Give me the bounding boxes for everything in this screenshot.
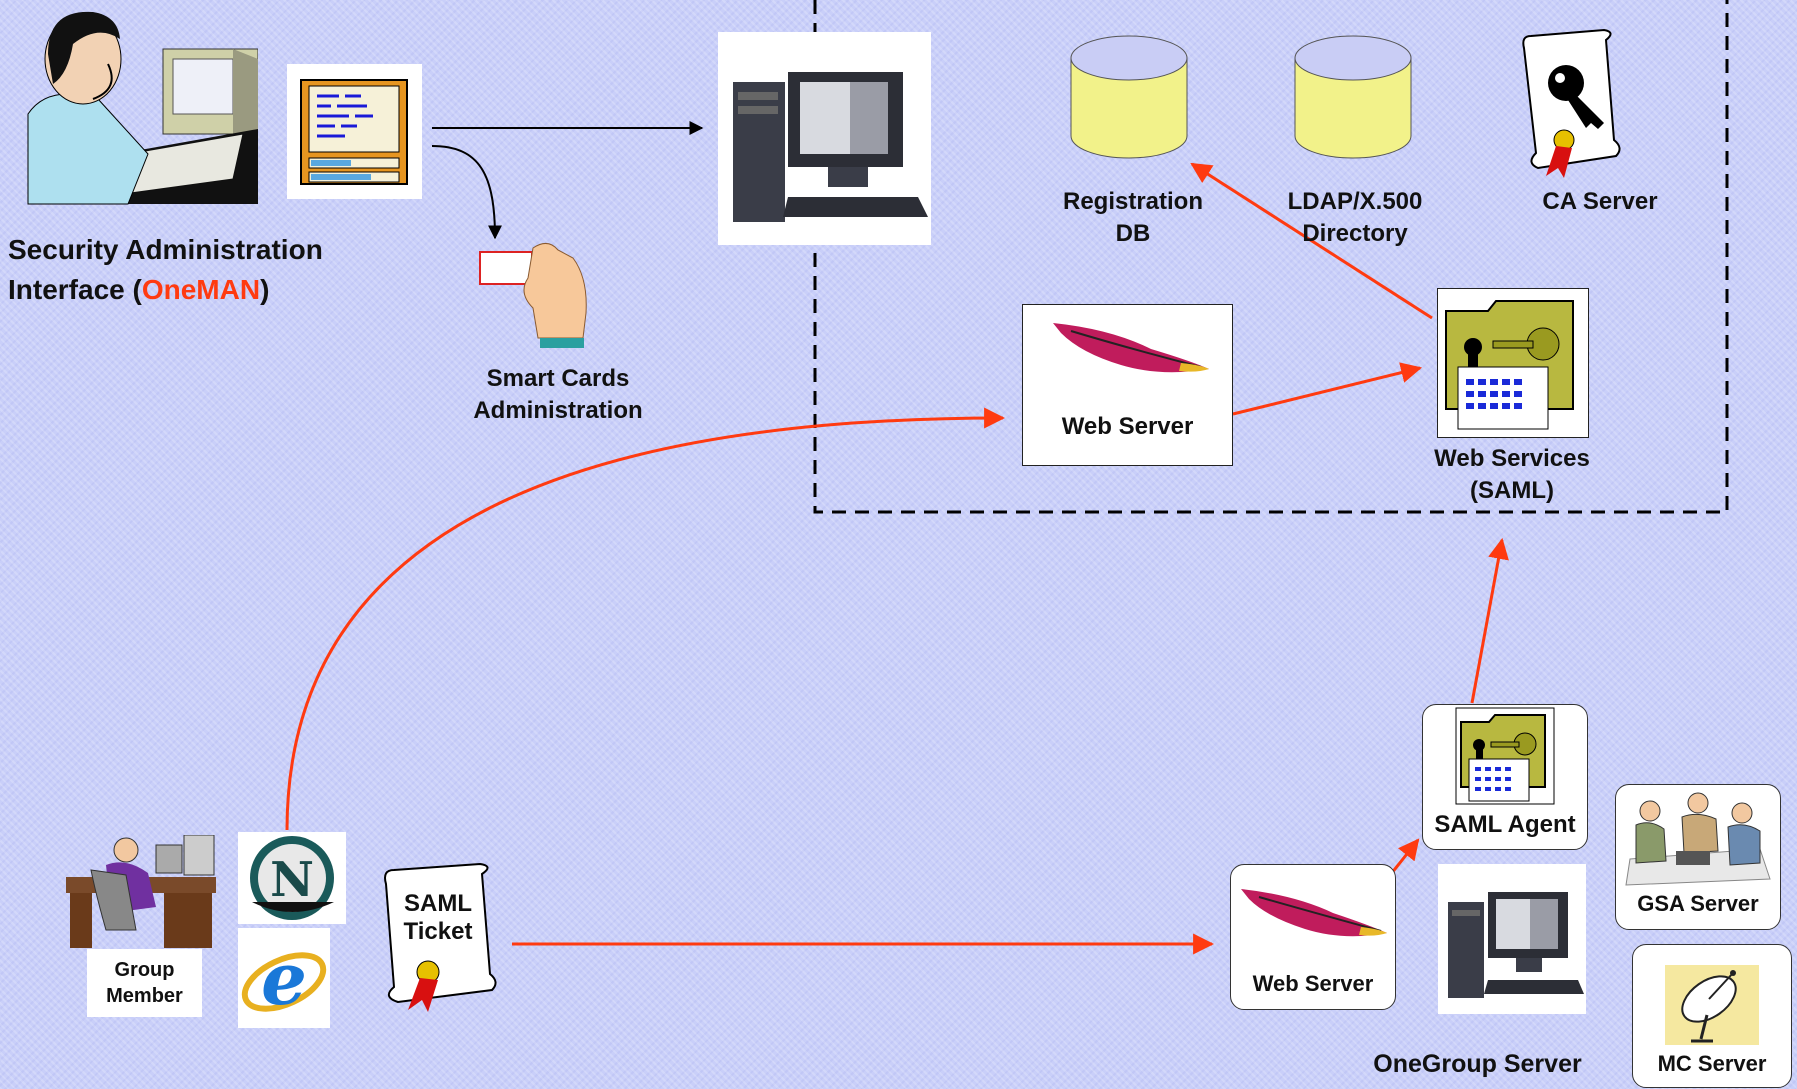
ca-server-label: CA Server — [1542, 188, 1658, 215]
arrow-webserver-to-webservices — [1232, 362, 1423, 416]
admin-form-icon — [287, 64, 422, 199]
saml-agent-icon — [1455, 707, 1555, 805]
gsa-server-label: GSA Server — [1637, 891, 1759, 916]
saml-ticket-line1: SAML — [404, 890, 472, 917]
smart-card-hand-icon — [478, 238, 598, 353]
web-server-bottom-box: Web Server — [1230, 864, 1396, 1010]
ldap-line1: LDAP/X.500 — [1287, 188, 1423, 215]
web-server-bottom-label: Web Server — [1252, 971, 1374, 996]
arrow-samlagent-to-webservices — [1470, 537, 1509, 704]
admin-title-line1: Security Administration — [8, 234, 323, 265]
onegroup-server-label: OneGroup Server — [1373, 1050, 1582, 1078]
ca-certificate-icon — [1516, 28, 1626, 183]
registration-db-line1: Registration — [1062, 188, 1203, 215]
apache-feather-icon — [1051, 319, 1211, 379]
web-server-top-box: Web Server — [1022, 304, 1233, 466]
arrow-admin-to-smartcard — [431, 145, 502, 240]
web-services-icon — [1437, 288, 1589, 438]
arrow-member-to-webserver — [285, 407, 1006, 831]
smart-cards-line1: Smart Cards — [486, 365, 630, 392]
admin-title: Security Administration Interface (OneMA… — [8, 230, 323, 310]
internet-explorer-icon[interactable]: e — [238, 928, 330, 1028]
saml-ticket-icon — [380, 862, 502, 1012]
saml-agent-label: SAML Agent — [1434, 811, 1576, 838]
netscape-browser-icon[interactable]: N — [238, 832, 346, 924]
satellite-dish-icon — [1661, 959, 1763, 1049]
svg-text:N: N — [270, 852, 314, 908]
svg-text:e: e — [261, 936, 307, 1021]
web-services-label: Web Services (SAML) — [1412, 443, 1612, 507]
registration-db-cylinder — [1068, 28, 1190, 163]
web-services-line2: (SAML) — [1470, 477, 1554, 504]
gsa-server-box: GSA Server — [1615, 784, 1781, 930]
mc-server-box: MC Server — [1632, 944, 1792, 1088]
server-region-border — [813, 0, 1729, 514]
saml-agent-box: SAML Agent — [1422, 704, 1588, 850]
onegroup-server-computer-icon — [1438, 864, 1586, 1014]
group-member-line2: Member — [106, 985, 183, 1007]
apache-feather-icon-bottom — [1239, 885, 1389, 941]
registration-db-line2: DB — [1115, 220, 1151, 247]
group-member-line1: Group — [114, 959, 175, 981]
mc-server-label: MC Server — [1657, 1051, 1767, 1076]
admin-title-prefix: Interface ( — [8, 274, 142, 305]
registration-db-label: Registration DB — [1033, 186, 1233, 250]
ldap-line2: Directory — [1302, 220, 1408, 247]
smart-cards-label: Smart Cards Administration — [458, 363, 658, 427]
saml-ticket-label: SAML Ticket — [388, 890, 488, 946]
group-member-label: Group Member — [87, 957, 202, 1009]
smart-cards-line2: Administration — [473, 397, 643, 424]
group-member-label-box: Group Member — [87, 949, 202, 1017]
ldap-label: LDAP/X.500 Directory — [1255, 186, 1455, 250]
admin-title-highlight: OneMAN — [141, 274, 261, 305]
group-member-illustration — [66, 834, 216, 950]
admin-title-suffix: ) — [260, 274, 270, 305]
web-server-top-label: Web Server — [1061, 413, 1194, 440]
saml-ticket-line2: Ticket — [403, 918, 473, 945]
web-services-line1: Web Services — [1434, 445, 1590, 472]
server-computer-icon — [718, 32, 931, 245]
gsa-people-icon — [1620, 789, 1776, 889]
admin-person-illustration — [8, 4, 259, 209]
arrow-webservices-to-regdb — [1190, 162, 1433, 320]
admin-title-line2: Interface (OneMAN) — [8, 270, 323, 310]
ldap-directory-cylinder — [1292, 28, 1414, 163]
